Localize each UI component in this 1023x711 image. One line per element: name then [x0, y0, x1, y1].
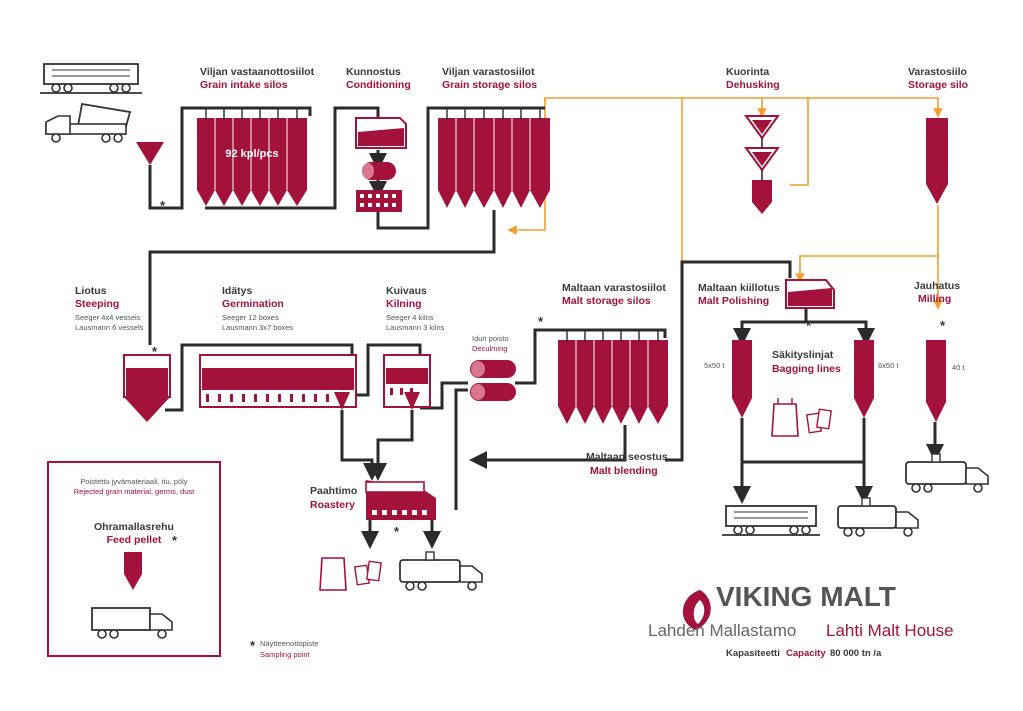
feed-truck-icon [91, 607, 173, 639]
svg-text:Maltaan seostus: Maltaan seostus [586, 451, 668, 463]
svg-text:*: * [806, 318, 812, 333]
grain-intake-count: 92 kpl/pcs [225, 148, 278, 160]
capacity-en: Capacity [786, 648, 826, 659]
svg-text:*: * [152, 344, 158, 359]
svg-text:*: * [940, 318, 946, 333]
tipper-truck-icon [45, 102, 132, 143]
svg-text:Roastery: Roastery [310, 499, 355, 511]
malt-storage-silos [558, 330, 668, 424]
svg-text:*: * [538, 314, 544, 329]
grain-storage-silos [438, 108, 550, 208]
malt-polishing-unit [785, 279, 835, 309]
svg-text:Milling: Milling [918, 293, 951, 305]
tank-truck-bagging-icon [837, 497, 919, 537]
germination-box [199, 354, 357, 410]
svg-text:*: * [394, 524, 400, 539]
svg-text:Feed pellet: Feed pellet [107, 534, 162, 546]
sampling-points: * * * * * * * * [152, 198, 946, 653]
grain-intake-label-fi: Viljan vastaanottosiilot [200, 66, 315, 78]
steeping-vessel [123, 354, 171, 422]
svg-text:Malt storage silos: Malt storage silos [562, 295, 651, 307]
grain-flow-lines [507, 97, 943, 310]
svg-text:Deculming: Deculming [472, 344, 507, 353]
svg-text:Liotus: Liotus [75, 285, 107, 297]
kiln [383, 354, 431, 410]
svg-text:Paahtimo: Paahtimo [310, 485, 357, 497]
svg-text:Bagging lines: Bagging lines [772, 363, 841, 375]
svg-text:Seeger 4 kilns: Seeger 4 kilns [386, 313, 434, 322]
storage-silo [926, 118, 948, 204]
svg-text:Idun poisto: Idun poisto [472, 334, 509, 343]
svg-text:Lausmann 3 kilns: Lausmann 3 kilns [386, 323, 445, 332]
grain-intake-silos [197, 108, 307, 206]
svg-text:Malt blending: Malt blending [590, 465, 658, 477]
svg-text:Varastosiilo: Varastosiilo [908, 66, 967, 78]
intake-hopper-icon [136, 142, 164, 165]
grain-intake-label-en: Grain intake silos [200, 79, 288, 91]
conditioning-units [355, 117, 407, 212]
svg-text:Viljan varastosiilot: Viljan varastosiilot [442, 66, 535, 78]
capacity-fi: Kapasiteetti [726, 648, 780, 659]
capacity-value: 80 000 tn /a [830, 648, 882, 659]
svg-text:Grain storage silos: Grain storage silos [442, 79, 537, 91]
svg-text:Lausmann 6 vessels: Lausmann 6 vessels [75, 323, 144, 332]
svg-text:Ohramallasrehu: Ohramallasrehu [94, 521, 174, 533]
logo-text: VIKING MALT [716, 581, 896, 612]
milling-silo [926, 340, 946, 422]
bagging-silo-right [854, 340, 874, 418]
deculming-drums [470, 360, 516, 401]
svg-text:Maltaan varastosiilot: Maltaan varastosiilot [562, 282, 666, 294]
rail-wagon-bagging-icon [722, 505, 820, 536]
svg-text:Steeping: Steeping [75, 298, 119, 310]
svg-text:Dehusking: Dehusking [726, 79, 780, 91]
tank-truck-roastery-icon [399, 551, 483, 591]
svg-text:Conditioning: Conditioning [346, 79, 411, 91]
house-fi: Lahden Mallastamo [648, 621, 796, 640]
svg-text:Kilning: Kilning [386, 298, 422, 310]
svg-text:Jauhatus: Jauhatus [914, 280, 960, 292]
svg-text:Kuorinta: Kuorinta [726, 66, 769, 78]
bagging-silo-left [732, 340, 752, 418]
svg-text:5x50 t: 5x50 t [704, 361, 725, 370]
rail-wagon-icon [40, 63, 142, 94]
svg-text:*: * [172, 533, 178, 548]
tank-truck-milling-icon [905, 453, 989, 493]
svg-text:Malt Polishing: Malt Polishing [698, 295, 769, 307]
conveyor-lines [123, 106, 944, 611]
svg-text:Kunnostus: Kunnostus [346, 66, 401, 78]
svg-text:Lausmann 3x7 boxes: Lausmann 3x7 boxes [222, 323, 294, 332]
svg-text:Seeger 12 boxes: Seeger 12 boxes [222, 313, 279, 322]
svg-text:40 t: 40 t [952, 363, 965, 372]
big-bag-icon [771, 398, 832, 437]
viking-malt-logo: VIKING MALT [682, 581, 896, 630]
svg-text:Kuivaus: Kuivaus [386, 285, 427, 297]
house-en: Lahti Malt House [826, 621, 954, 640]
svg-text:*: * [250, 638, 256, 653]
svg-text:*: * [160, 198, 166, 213]
svg-text:Näytteenottopiste: Näytteenottopiste [260, 639, 318, 648]
svg-text:Germination: Germination [222, 298, 284, 310]
roastery-unit [365, 480, 436, 520]
roastery-bags-icon [319, 557, 382, 591]
dehusking-units [744, 115, 780, 214]
svg-text:Storage silo: Storage silo [908, 79, 968, 91]
svg-text:Säkityslinjat: Säkityslinjat [772, 349, 834, 361]
svg-text:Seeger 4x4 vessels: Seeger 4x4 vessels [75, 313, 141, 322]
svg-text:Idätys: Idätys [222, 285, 253, 297]
labels: Viljan vastaanottosiilot Grain intake si… [74, 66, 968, 659]
svg-text:Maltaan kiillotus: Maltaan kiillotus [698, 282, 780, 294]
svg-text:Sampling point: Sampling point [260, 650, 311, 659]
svg-text:6x50 t: 6x50 t [878, 361, 899, 370]
svg-text:Poistettu jyvämateriaali, itu,: Poistettu jyvämateriaali, itu, pöly [80, 477, 187, 486]
svg-text:Rejected grain material, germs: Rejected grain material, germs, dust [74, 487, 195, 496]
